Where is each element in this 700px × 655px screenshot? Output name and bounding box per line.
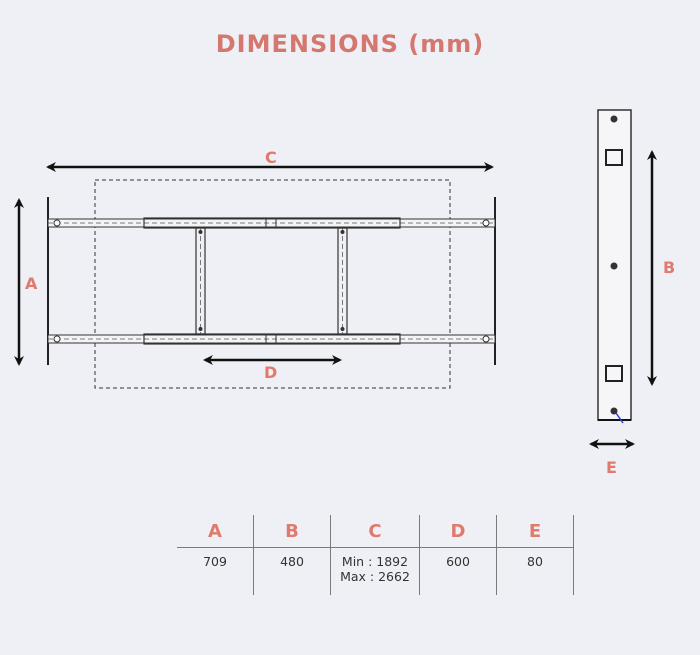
label-c: C (265, 148, 277, 167)
value-a: 709 (203, 554, 227, 569)
value-d: 600 (419, 547, 497, 595)
header-b: B (253, 515, 331, 548)
table-header-row: A B C D E (177, 515, 574, 548)
dimensions-table: A B C D E 709 480 Min : 1892 Max : 2662 … (177, 515, 574, 595)
screen-outline (94, 179, 451, 389)
label-b: B (663, 258, 675, 277)
square-slot-top (605, 149, 623, 166)
side-view: B E (589, 109, 675, 477)
page-title: DIMENSIONS (mm) (215, 30, 485, 58)
value-c: Min : 1892 Max : 2662 (330, 547, 420, 595)
screw-hole-middle (610, 262, 618, 270)
right-vertical-arm (337, 227, 348, 335)
header-c: C (330, 515, 420, 548)
front-view: C A D (14, 148, 496, 389)
left-vertical-arm (195, 227, 206, 335)
value-c-max: Max : 2662 (340, 569, 410, 584)
screw-hole-top (610, 115, 618, 123)
label-d: D (264, 363, 277, 382)
technical-drawing: C A D B E (14, 109, 675, 477)
value-c-min: Min : 1892 (341, 554, 409, 569)
square-slot-bottom (605, 365, 623, 382)
value-e: 80 (496, 547, 574, 595)
header-d: D (419, 515, 497, 548)
top-rail (47, 217, 496, 229)
label-a: A (25, 274, 38, 293)
screw-hole-bottom (610, 407, 618, 415)
header-e: E (496, 515, 574, 548)
label-e: E (606, 458, 617, 477)
header-a: A (177, 515, 254, 548)
bottom-rail (47, 333, 496, 345)
table-row: 709 480 Min : 1892 Max : 2662 600 80 (177, 547, 574, 595)
value-b: 480 (253, 547, 331, 595)
